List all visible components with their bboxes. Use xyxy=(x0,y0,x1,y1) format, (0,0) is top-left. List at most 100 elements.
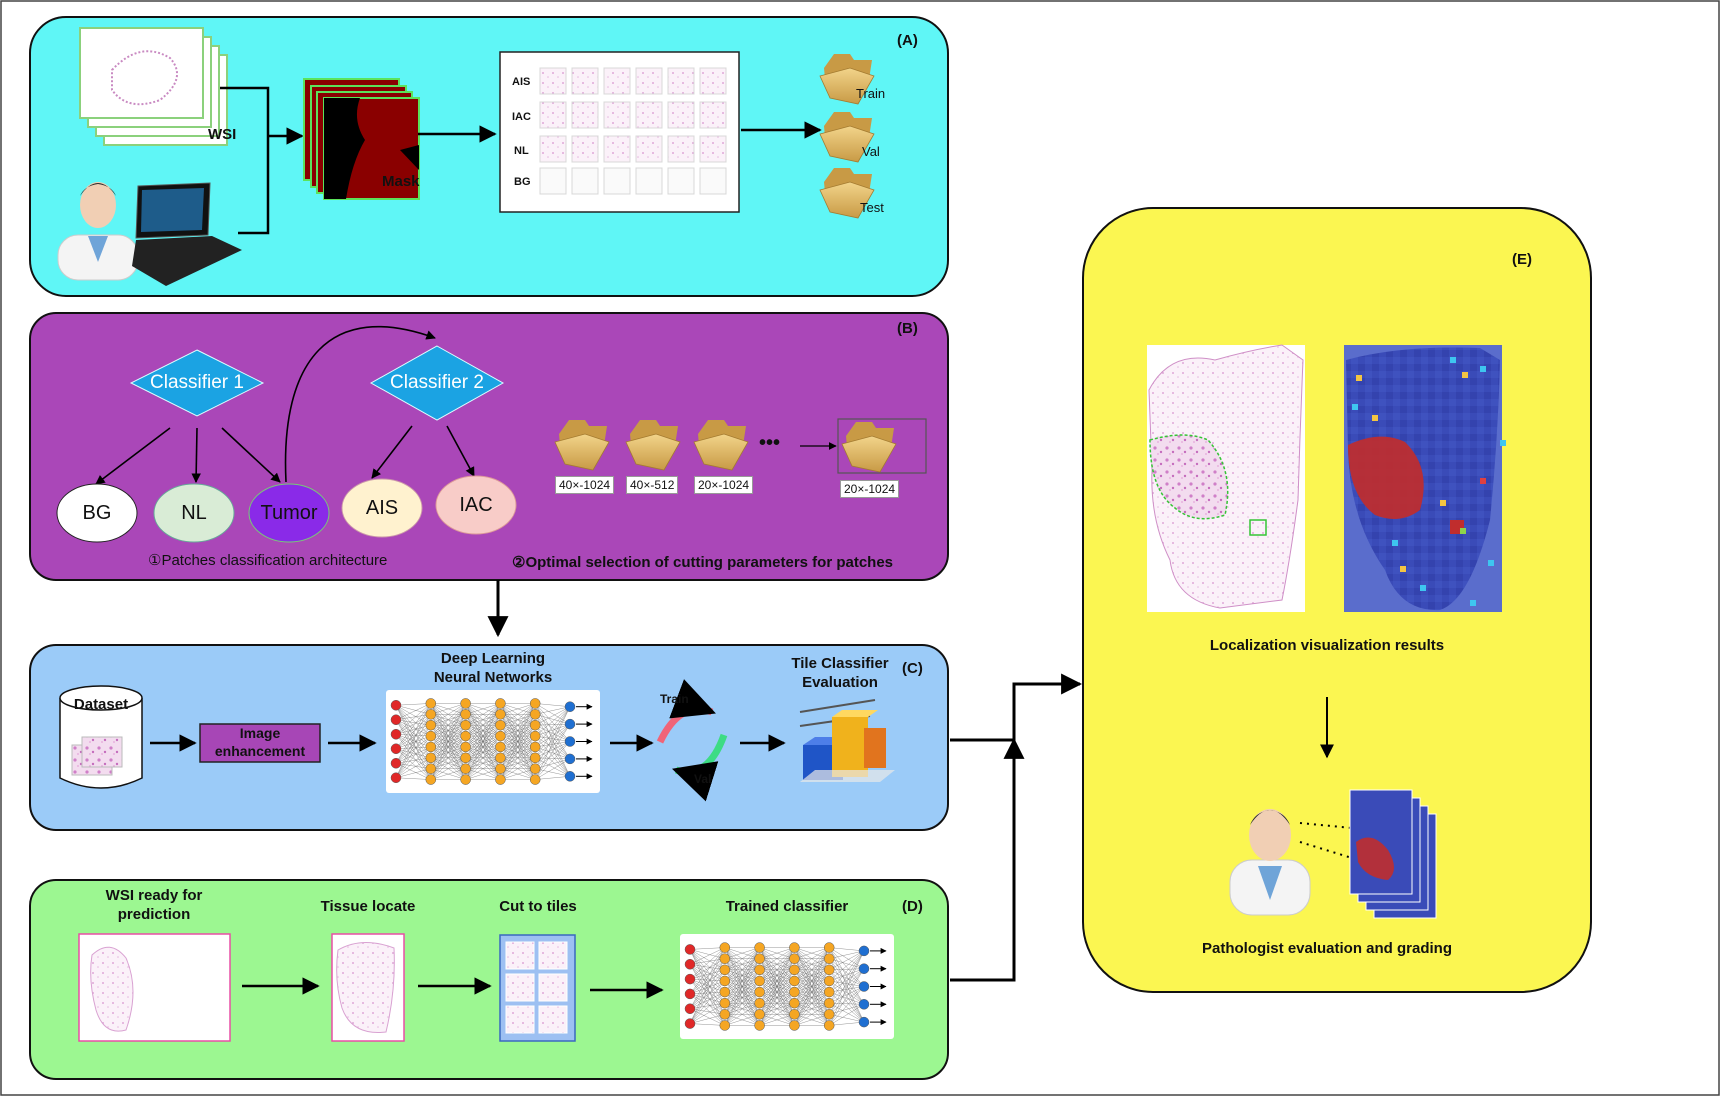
heat-dot xyxy=(1480,478,1486,484)
heat-dot xyxy=(1372,415,1378,421)
nn-node xyxy=(425,774,437,785)
patch-tile xyxy=(571,167,599,195)
nn-node xyxy=(754,1020,765,1031)
nn-node xyxy=(529,741,541,753)
node-ais-label: AIS xyxy=(365,497,399,519)
nn-node xyxy=(789,1020,800,1031)
image-enhancement-label: Image enhancement xyxy=(214,725,306,759)
patch-tile xyxy=(667,135,695,163)
nn-node xyxy=(684,988,696,1000)
nn-node xyxy=(460,741,471,753)
wsi-prediction-label-1: WSI ready for xyxy=(105,887,203,904)
nn-node xyxy=(858,999,870,1010)
caption-classification: ①Patches classification architecture xyxy=(148,552,388,569)
nn-node xyxy=(719,942,731,953)
patch-tile xyxy=(699,135,727,163)
panel-b-label: (B) xyxy=(897,320,918,337)
row-label-iac: IAC xyxy=(512,111,531,123)
heat-dot xyxy=(1450,357,1456,363)
row-label-ais: AIS xyxy=(512,76,531,88)
tissue-locate-label: Tissue locate xyxy=(320,898,416,915)
node-bg-shape xyxy=(56,483,138,543)
nn-node xyxy=(529,752,541,764)
nn-node xyxy=(390,772,402,783)
eval-title-line1: Tile Classifier xyxy=(791,655,889,672)
nn-node xyxy=(425,709,437,720)
tile xyxy=(505,973,535,1002)
nn-node xyxy=(789,997,800,1009)
mask-label: Mask xyxy=(382,173,420,190)
param-tag-3: 20×-1024 xyxy=(694,476,754,494)
tile xyxy=(538,973,568,1002)
row-label-nl: NL xyxy=(514,145,529,157)
nn-node xyxy=(425,730,437,742)
nn-node xyxy=(564,736,576,747)
nn-node xyxy=(460,752,471,764)
train-arrow-icon xyxy=(656,679,716,744)
heat-dot xyxy=(1356,375,1362,381)
neural-network-d-graphic xyxy=(684,942,887,1031)
connector-d-to-e xyxy=(950,737,1025,982)
nn-node xyxy=(789,1009,800,1020)
nn-node xyxy=(529,730,541,742)
pathologist-grading-label: Pathologist evaluation and grading xyxy=(1201,940,1453,957)
node-iac-shape xyxy=(435,475,517,535)
patch-tile xyxy=(603,167,631,195)
nn-node xyxy=(495,730,506,742)
nn-node xyxy=(719,1009,731,1020)
nn-node xyxy=(495,698,506,709)
heatmap-dots xyxy=(1352,357,1506,606)
mask-stack-icon xyxy=(303,78,420,200)
patch-tile xyxy=(539,67,567,95)
image-enhancement-box xyxy=(199,723,321,763)
folder-test-label: Test xyxy=(860,200,884,215)
heat-dot xyxy=(1420,585,1426,591)
nn-node xyxy=(684,944,696,955)
connector-wsi xyxy=(220,86,270,235)
heat-dot xyxy=(1480,366,1486,372)
heat-dot xyxy=(1400,566,1406,572)
patch-tile xyxy=(571,135,599,163)
nn-node xyxy=(460,709,471,720)
patch-tile xyxy=(699,101,727,129)
classifier-1-shape xyxy=(129,349,265,417)
nn-node xyxy=(754,986,765,998)
heat-dot xyxy=(1392,540,1398,546)
localization-results-label: Localization visualization results xyxy=(1209,637,1445,654)
nn-node xyxy=(495,774,506,785)
tile xyxy=(505,941,535,970)
nn-node xyxy=(719,953,731,964)
nn-node xyxy=(425,719,437,731)
nn-node xyxy=(858,1016,870,1028)
nn-node xyxy=(390,758,402,769)
tumor-to-classifier2-arrow xyxy=(284,325,436,483)
param-tag-2: 40×-512 xyxy=(626,476,679,494)
patch-tile xyxy=(603,101,631,129)
nn-node xyxy=(684,959,696,970)
nn-node xyxy=(719,1020,731,1031)
nn-node xyxy=(684,973,696,985)
pathologist-icon xyxy=(1229,809,1311,916)
nn-node xyxy=(823,1020,835,1031)
nn-node xyxy=(823,942,835,953)
val-label: Val xyxy=(694,772,712,786)
nn-node xyxy=(719,997,731,1009)
nn-node xyxy=(495,741,506,753)
nn-node xyxy=(564,718,576,730)
classifier-2-label: Classifier 2 xyxy=(390,372,484,393)
node-nl-shape xyxy=(153,483,235,543)
patch-tile xyxy=(667,101,695,129)
neural-network-c-graphic xyxy=(390,698,593,785)
nn-node xyxy=(754,942,765,953)
param-tag-selected: 20×-1024 xyxy=(840,480,900,498)
selected-param-box xyxy=(837,418,927,474)
node-iac-label: IAC xyxy=(459,494,493,516)
panel-a-label: (A) xyxy=(897,32,918,49)
heat-dot xyxy=(1470,600,1476,606)
nn-node xyxy=(425,698,437,709)
nn-node xyxy=(754,975,765,987)
nn-node xyxy=(529,719,541,731)
nn-node xyxy=(858,945,870,957)
patch-tile xyxy=(635,167,663,195)
classifier-2-shape xyxy=(369,345,505,421)
